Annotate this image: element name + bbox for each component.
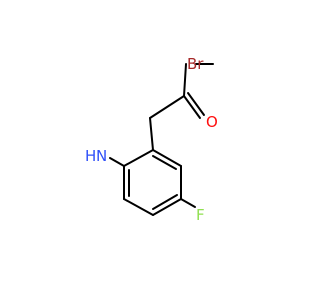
ring-bond-4 <box>152 198 182 216</box>
ring-bond-6 <box>152 149 182 167</box>
bond-ring-nh2 <box>109 157 125 167</box>
structure-diagram: Br O N H F <box>85 55 218 224</box>
bond-carbonyl-ch2 <box>149 95 185 119</box>
bond-ch2-carbonyl <box>183 63 187 97</box>
bond-carbonyl-o-1 <box>183 95 201 119</box>
atom-h: H <box>85 147 96 165</box>
bond-ring-f <box>180 198 196 208</box>
ring-bond-6-inner <box>152 155 177 170</box>
atom-br: Br <box>187 55 204 73</box>
ring-bond-3 <box>123 198 154 216</box>
atom-n: N <box>96 147 107 165</box>
atom-o: O <box>206 113 218 131</box>
bond-carbonyl-o-2 <box>187 92 205 116</box>
ring-bond-4-inner <box>152 194 178 210</box>
molecule-canvas: Br O N H F <box>85 55 218 224</box>
bond-ch2-ring <box>149 117 154 151</box>
ring-bond-1 <box>123 149 154 167</box>
atom-f: F <box>196 206 205 224</box>
